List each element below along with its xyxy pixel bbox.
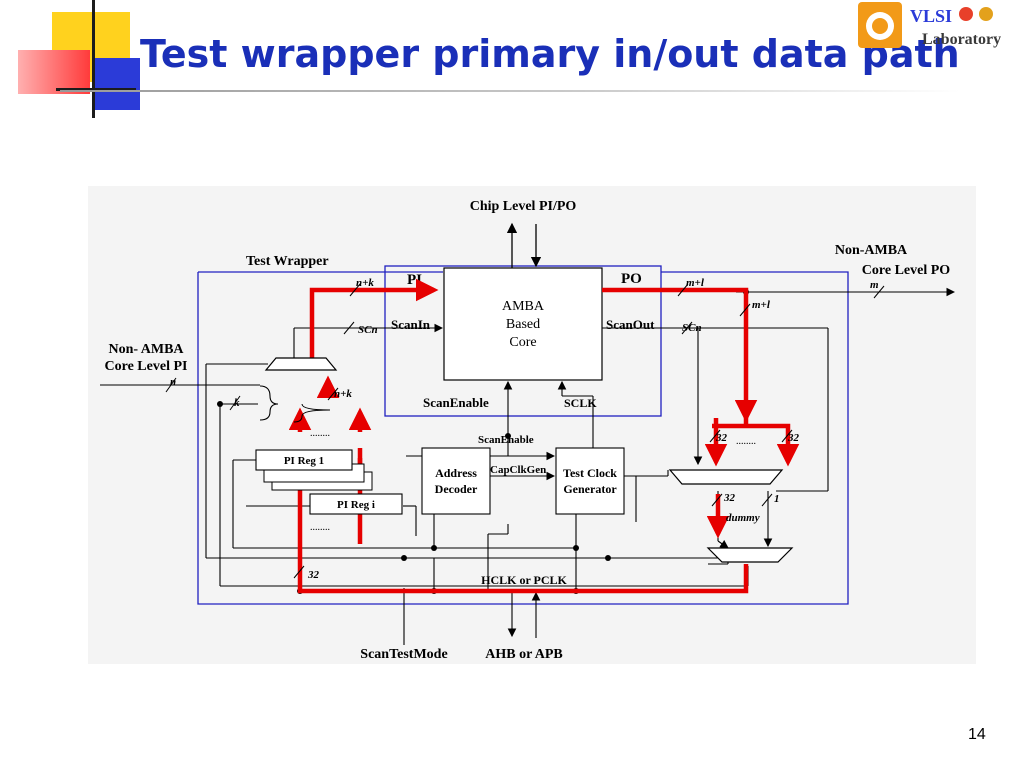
pi-reg-1-label: PI Reg 1 [284,455,324,467]
deco-vertical-line [92,0,95,118]
ellipsis-pi-bottom: ........ [310,522,330,533]
width-n: n [170,376,176,388]
width-k: k [234,397,240,409]
deco-blue-square [94,58,140,110]
core-label-3: Core [509,335,536,350]
chip-io-label: Chip Level PI/PO [470,199,577,214]
address-decoder-box [421,447,491,515]
core-label-2: Based [506,317,540,332]
dummy-label: dummy [726,512,760,524]
ellipsis-output: ........ [736,436,756,447]
non-amba-pi-label-2: Core Level PI [105,359,188,374]
pi-reg-i-box [309,493,403,515]
width-1: 1 [774,493,780,505]
output-mux [668,469,784,485]
highlighted-data-path [288,278,800,594]
deco-horizontal-line [56,88,136,91]
width-32-bottom: 32 [307,569,320,581]
width-n-plus-k-mid: n+k [334,388,352,400]
pi-reg-1-box [255,449,353,471]
vlsi-lab-logo: VLSI Laboratory [858,2,1001,48]
address-decoder-label-1: Address [435,466,477,480]
hclk-label: HCLK or PCLK [481,573,567,587]
capclkgen-label: CapClkGen [490,464,546,476]
core-label-1: AMBA [502,299,545,314]
pi-label: PI [407,272,422,288]
input-mux [264,357,338,371]
scanout-label: ScanOut [606,317,655,332]
width-n-plus-k-top: n+k [356,277,374,289]
test-wrapper-label: Test Wrapper [246,254,329,269]
non-amba-po-label-1: Non-AMBA [835,243,908,258]
sclk-label: SCLK [564,396,597,410]
title-divider [60,90,960,92]
page-number: 14 [968,726,986,743]
test-wrapper-outline [197,265,849,605]
test-clock-generator-label-1: Test Clock [563,466,617,480]
non-amba-po-label-2: Core Level PO [862,263,950,278]
scanenable-label: ScanEnable [423,395,489,410]
scanin-label: ScanIn [391,317,431,332]
slide-title: Test wrapper primary in/out data path [140,32,960,76]
wrapper-datapath-diagram: AMBA Based Core Chip Level PI/PO Test Wr… [88,186,976,664]
width-scn-right: SCn [682,322,702,334]
test-clock-generator-box [555,447,625,515]
scantestmode-label: ScanTestMode [360,647,447,662]
bus-combiner [259,385,279,421]
logo-title: VLSI [910,6,952,26]
width-scn-left: SCn [358,324,378,336]
bus-width-slashes [165,283,885,579]
po-label: PO [621,271,642,287]
width-m: m [870,279,879,291]
pi-reg-i-label: PI Reg i [337,499,375,511]
scanenable-small-label: ScanEnable [478,434,534,446]
bus-width-labels: n+k SCn n k n+k m+l m m+l SCn 32 32 32 1… [170,277,879,581]
address-decoder-label-2: Decoder [435,482,478,496]
width-32-b: 32 [787,432,800,444]
amba-core-box [443,267,603,381]
width-m-plus-l-right: m+l [752,299,771,311]
logo-subtitle: Laboratory [922,31,1001,48]
ellipsis-pi-top: ........ [310,428,330,439]
non-amba-pi-label-1: Non- AMBA [108,342,184,357]
width-32-a: 32 [715,432,728,444]
deco-red-square [18,50,90,94]
black-wiring [100,287,956,645]
width-32-c: 32 [723,492,736,504]
test-clock-generator-label-2: Generator [563,482,617,496]
width-m-plus-l-top: m+l [686,277,705,289]
scanout-mux [706,547,794,563]
bus-label: AHB or APB [485,647,563,662]
